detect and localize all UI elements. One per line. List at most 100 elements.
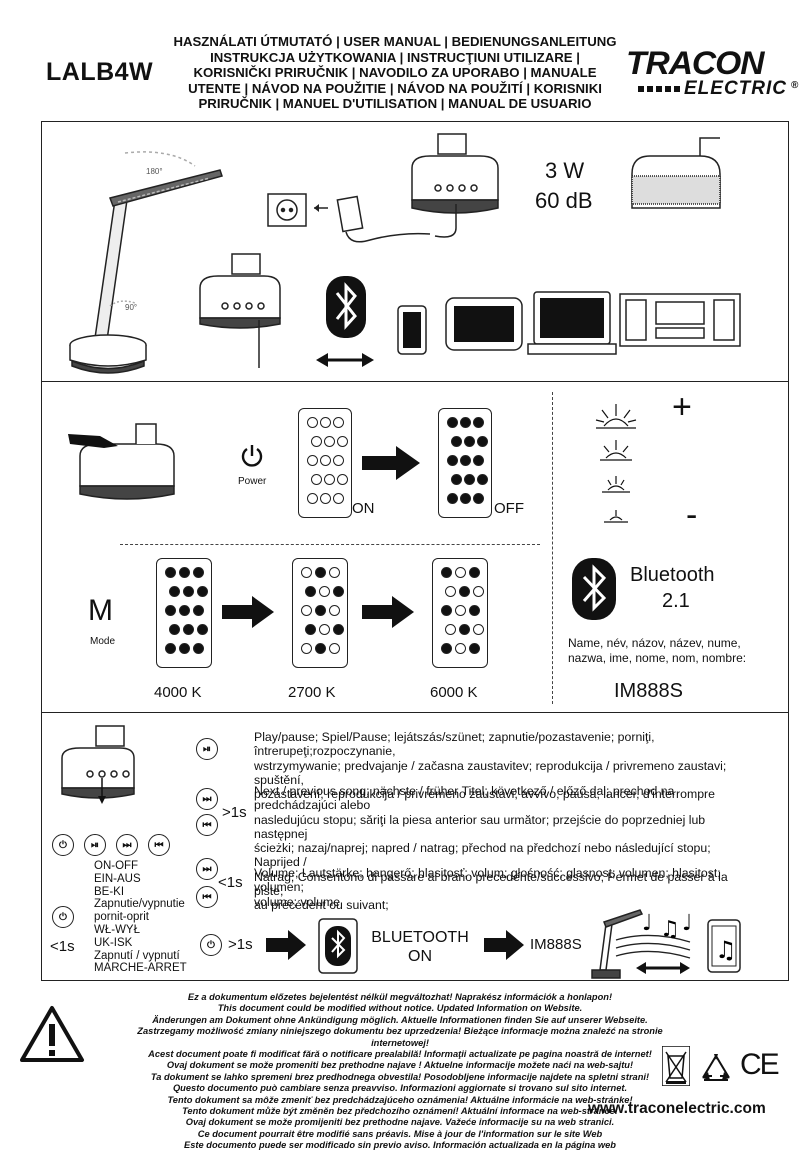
remote-led [469,567,480,578]
remote-led [193,643,204,654]
remote-led [451,436,462,447]
remote-led [329,567,340,578]
remote-led [337,474,348,485]
svg-text:♫: ♫ [660,917,680,942]
power-icon[interactable] [238,442,266,475]
disclaimer-line: Ovaj dokument se može promeniti bez pret… [166,1060,634,1071]
remote-led [469,643,480,654]
remote-led [169,586,180,597]
warning-icon [20,1006,84,1062]
remote-led [469,605,480,616]
power-rating: 3 W [545,158,584,183]
previous-volume-down-button-icon[interactable]: ⏮ [148,834,170,856]
desc-line: volume; volume [254,894,341,909]
music-streaming-illustration: ♩ ♫ ♩ ♫ [591,909,741,979]
angle-90: 90° [125,303,137,312]
base-buttons-illustration [61,725,135,804]
remote-led [447,493,458,504]
svg-text:♩: ♩ [682,911,692,936]
remote-led [315,605,326,616]
remote-led [473,455,484,466]
disclaimer-line: Tento dokument může být změněn bez předc… [182,1106,618,1117]
laptop-icon [527,291,617,355]
phone-icon [397,305,427,355]
arrow-right-icon [484,930,524,960]
device-name-caption: Name, név, názov, název, nume, nazwa, im… [568,636,746,666]
remote-2700k [292,558,348,668]
bluetooth-icon [326,276,366,338]
volume-down-icon: ⏮ [196,886,218,908]
lamp-icon [69,151,223,374]
mode-label: Mode [90,636,116,647]
on-off-translations: ON-OFF EIN-AUS BE-KI Zapnutie/vypnutie p… [94,860,187,975]
next-previous-description: Next / previous song; nächste / früher T… [254,784,754,913]
disclaimer-line: Zastrzegamy możliwość zmiany niniejszego… [137,1026,663,1048]
remote-led [320,493,331,504]
onoff-line: EIN-AUS [94,872,141,885]
remote-led [305,624,316,635]
website-link[interactable]: www.traconelectric.com [588,1100,766,1117]
wall-socket-icon [267,193,307,227]
remote-led [445,586,456,597]
desc-line: au précédent ou suivant; [254,898,389,913]
on-label: ON [352,500,375,517]
remote-led [307,417,318,428]
disclaimer-line: Ce document pourrait être modifié sans p… [197,1128,603,1139]
manual-titles: HASZNÁLATI ÚTMUTATÓ | USER MANUAL | BEDI… [150,34,640,112]
touch-base-illustration [68,423,175,500]
section-divider-2 [41,712,789,713]
remote-led [193,605,204,616]
bluetooth-label: Bluetooth [630,564,715,586]
volume-up-icon: ⏭ [196,858,218,880]
name-line: Name, név, názov, název, nume, [568,636,741,650]
arrow-right-icon [362,596,414,628]
disclaimer-line: Acest document poate fi modificat fără o… [148,1049,652,1060]
onoff-line: MARCHE-ARRET [94,962,187,975]
remote-led [183,586,194,597]
remote-led [455,605,466,616]
remote-led [333,417,344,428]
play-pause-button-icon[interactable]: ⏯ [84,834,106,856]
remote-off [438,408,492,518]
play-pause-description: Play/pause; Spiel/Pause; lejátszás/szüne… [254,730,754,801]
desc-line: Natrag; Consentono di passare al brano p… [254,869,728,899]
logo-tracon: TRACON [626,45,764,81]
play-pause-icon: ⏯ [196,738,218,760]
remote-led [320,417,331,428]
remote-led [337,436,348,447]
remote-led [165,567,176,578]
arrow-right-icon [362,446,420,480]
noise-rating: 60 dB [535,188,593,213]
remote-led [301,643,312,654]
dashed-divider-h [120,544,540,545]
tablet-icon [445,297,523,351]
remote-led [197,624,208,635]
power-button-icon[interactable]: ⏻ [52,834,74,856]
desc-line: nasledujúcu stopu; săriţi la piesa anter… [254,812,706,841]
remote-led [179,643,190,654]
previous-icon: ⏮ [196,814,218,836]
desc-line: Play/pause; Spiel/Pause; lejátszás/szüne… [254,730,655,759]
title-line: KORISNIČKI PRIRUČNIK | NAVODILO ZA UPORA… [193,65,597,80]
bluetooth-icon [572,558,616,620]
desc-line: ścieżki; nazaj/naprej; napred / natrag; … [254,841,711,870]
remote-led [333,586,344,597]
remote-led [477,436,488,447]
svg-text:♫: ♫ [715,936,737,964]
disclaimer-line: Tento dokument sa môže zmeniť bez predch… [167,1094,633,1105]
disclaimer-line: Este documento puede ser modificado sin … [184,1140,616,1151]
remote-led [179,605,190,616]
remote-led [324,436,335,447]
desc-line: pozastavení; reprodukcija / privremeno z… [254,787,715,802]
remote-led [473,493,484,504]
remote-led [319,586,330,597]
lamp-base-icon [411,133,499,238]
off-label: OFF [494,500,524,517]
remote-led [460,417,471,428]
remote-led [445,624,456,635]
logo-electric: ELECTRIC [684,78,787,99]
setup-illustration: 180° 90° 3 W 60 dB [69,133,741,374]
next-volume-up-button-icon[interactable]: ⏭ [116,834,138,856]
remote-led [179,567,190,578]
temp-2700: 2700 K [288,684,336,701]
